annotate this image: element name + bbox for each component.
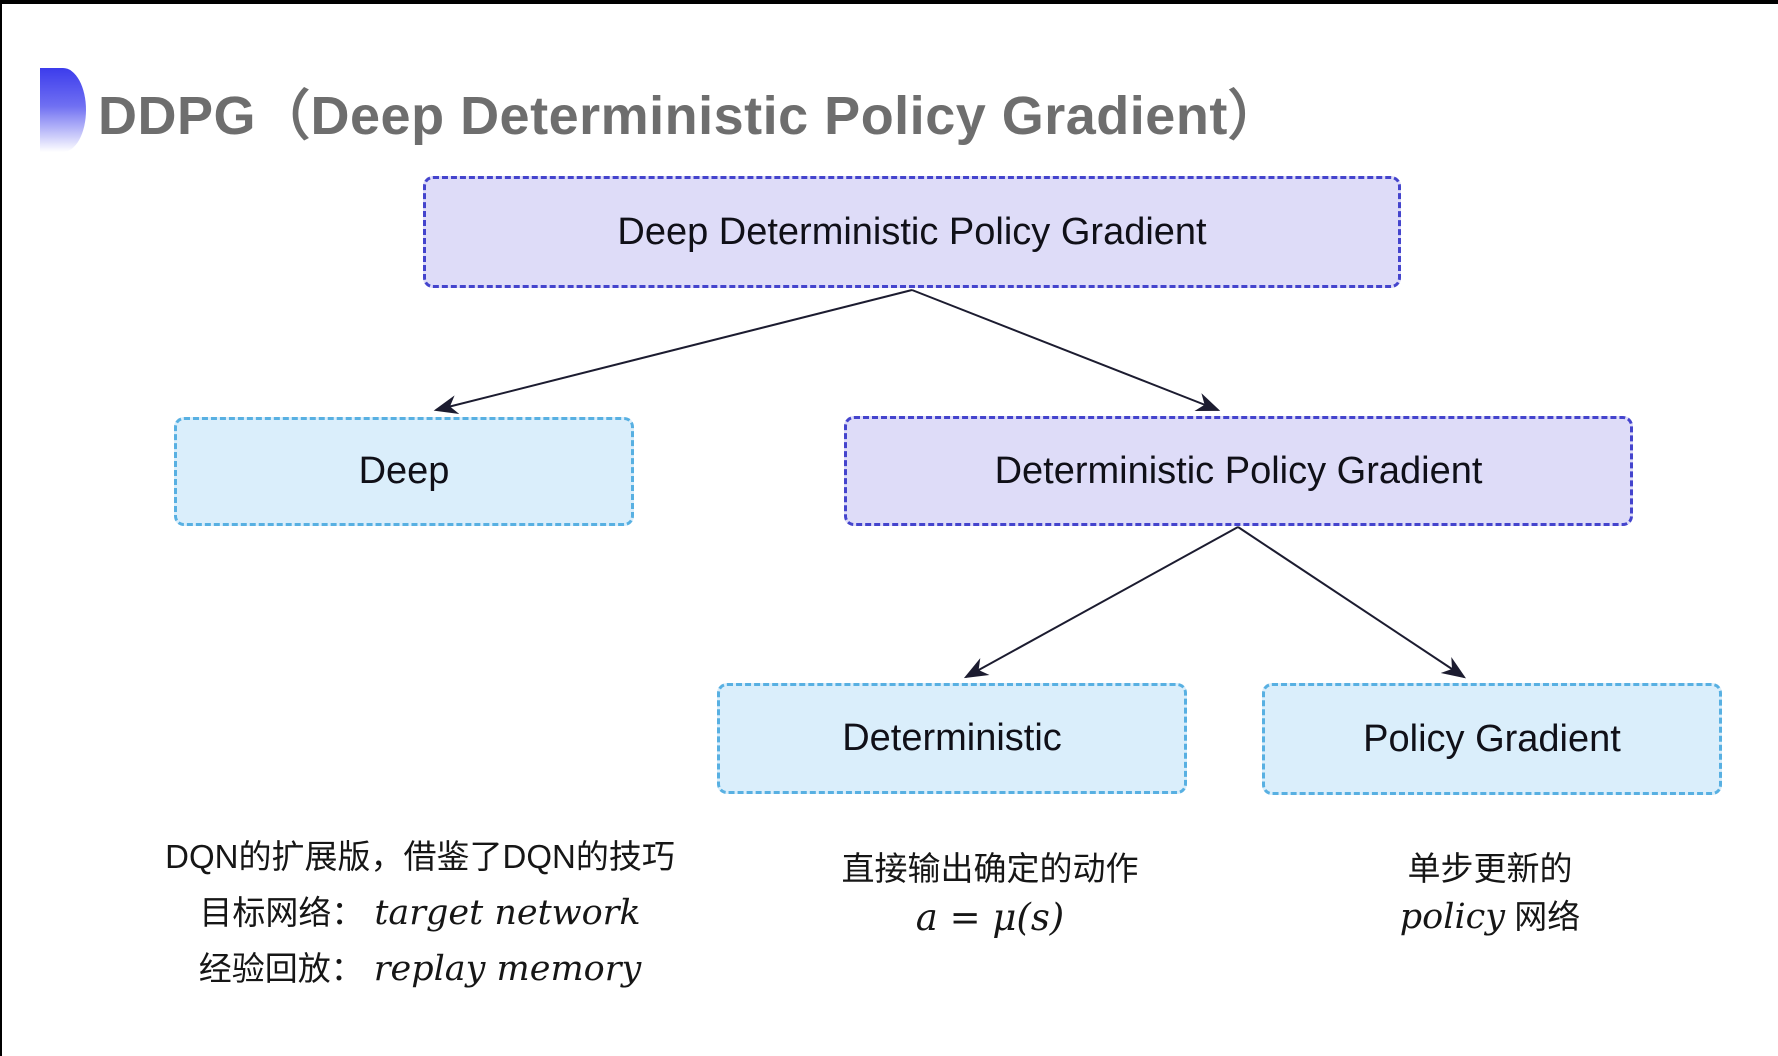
node-deterministic-policy-gradient: Deterministic Policy Gradient — [844, 416, 1633, 526]
replay-memory-label: 经验回放： — [198, 950, 364, 988]
page-title: DDPG（Deep Deterministic Policy Gradient） — [98, 85, 1283, 146]
arrow-root-to-dpg — [911, 289, 1221, 412]
policy-term: policy — [1399, 896, 1506, 937]
replay-memory-term: replay memory — [373, 949, 642, 990]
arrow-dpg-to-deterministic — [963, 526, 1239, 679]
node-label: Deterministic — [842, 717, 1062, 759]
slide-header: DDPG（Deep Deterministic Policy Gradient） — [40, 68, 1282, 152]
policy-suffix: 网络 — [1505, 897, 1581, 935]
note-deep-line3: 经验回放：replay memory — [120, 951, 720, 988]
node-deep: Deep — [174, 417, 634, 526]
frame-left-border — [0, 0, 2, 1056]
target-network-label: 目标网络： — [199, 893, 365, 931]
node-label: Deterministic Policy Gradient — [994, 449, 1483, 492]
note-deterministic: 直接输出确定的动作 a = μ(s) — [790, 850, 1190, 939]
note-deterministic-line1: 直接输出确定的动作 — [841, 850, 1139, 887]
node-label: Deep — [358, 450, 450, 492]
target-network-term: target network — [374, 892, 641, 933]
note-policy-line1: 单步更新的 — [1407, 850, 1573, 887]
note-deep: DQN的扩展版，借鉴了DQN的技巧 目标网络：target network 经验… — [120, 838, 720, 988]
node-label: Policy Gradient — [1363, 717, 1621, 760]
node-policy-gradient: Policy Gradient — [1262, 683, 1722, 795]
note-policy-gradient: 单步更新的 policy 网络 — [1290, 850, 1690, 937]
note-deep-line1: DQN的扩展版，借鉴了DQN的技巧 — [165, 838, 675, 875]
frame-top-border — [0, 0, 1778, 4]
node-deep-deterministic-policy-gradient: Deep Deterministic Policy Gradient — [423, 176, 1401, 288]
note-deep-line2: 目标网络：target network — [120, 892, 720, 933]
note-policy-line2: policy 网络 — [1290, 896, 1690, 937]
formula-a-mu-s: a = μ(s) — [915, 895, 1065, 939]
arrow-root-to-deep — [433, 289, 913, 415]
title-bullet-icon — [40, 68, 86, 152]
node-label: Deep Deterministic Policy Gradient — [617, 210, 1207, 253]
arrow-dpg-to-policy-gradient — [1237, 526, 1466, 679]
note-deterministic-formula: a = μ(s) — [790, 895, 1190, 939]
node-deterministic: Deterministic — [717, 683, 1187, 794]
